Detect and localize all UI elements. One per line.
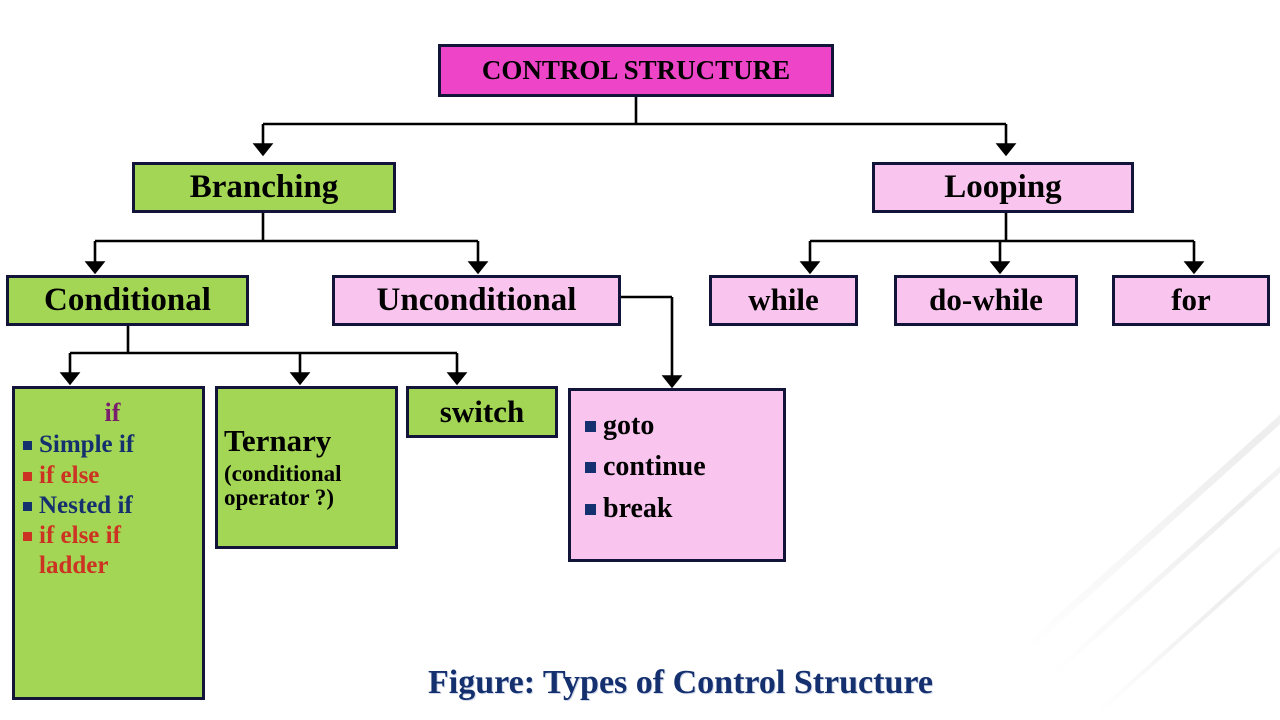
figure-caption: Figure: Types of Control Structure bbox=[428, 664, 933, 701]
square-bullet-icon bbox=[23, 441, 32, 451]
background-streak-1 bbox=[1024, 296, 1280, 651]
square-bullet-icon bbox=[23, 501, 32, 511]
node-conditional[interactable]: Conditional bbox=[6, 275, 249, 326]
node-do-while[interactable]: do-while bbox=[894, 275, 1078, 326]
node-branching[interactable]: Branching bbox=[132, 162, 396, 213]
background-streak-2 bbox=[1052, 390, 1280, 675]
list-item: break bbox=[585, 492, 673, 524]
list-item-label: Nested if bbox=[39, 491, 133, 519]
node-for-label: for bbox=[1171, 282, 1211, 318]
node-switch[interactable]: switch bbox=[406, 386, 558, 438]
list-item: if else bbox=[23, 461, 100, 489]
node-switch-label: switch bbox=[439, 393, 525, 429]
square-bullet-icon bbox=[585, 503, 596, 515]
list-item-label: break bbox=[603, 492, 673, 524]
node-do-while-label: do-while bbox=[929, 282, 1043, 318]
square-bullet-icon bbox=[585, 421, 596, 432]
background-streak-3 bbox=[1097, 510, 1280, 714]
node-if-heading: if bbox=[104, 398, 121, 427]
list-item: goto bbox=[585, 411, 654, 440]
square-bullet-icon bbox=[23, 532, 32, 542]
node-ternary[interactable]: Ternary (conditional operator ?) bbox=[215, 386, 398, 549]
list-item: Nested if bbox=[23, 491, 133, 519]
node-while[interactable]: while bbox=[709, 275, 858, 326]
list-item-label: Simple if bbox=[39, 431, 135, 459]
list-item-label: goto bbox=[603, 410, 655, 441]
node-looping[interactable]: Looping bbox=[872, 162, 1134, 213]
list-item-label: continue bbox=[603, 451, 706, 483]
node-control-structure[interactable]: CONTROL STRUCTURE bbox=[438, 44, 834, 97]
list-item: Simple if bbox=[23, 432, 134, 458]
list-item: if else if bbox=[23, 522, 121, 550]
node-if[interactable]: if Simple if if else Nested if if else i… bbox=[12, 386, 205, 700]
node-unconditional[interactable]: Unconditional bbox=[332, 275, 621, 326]
list-item-label: if else bbox=[39, 461, 100, 489]
node-ternary-subtitle-line1: (conditional bbox=[224, 460, 342, 486]
square-bullet-icon bbox=[585, 462, 596, 474]
node-conditional-label: Conditional bbox=[44, 282, 211, 319]
node-ternary-subtitle-line2: operator ?) bbox=[224, 484, 335, 510]
list-item-continuation: ladder bbox=[23, 552, 109, 580]
node-branching-label: Branching bbox=[189, 169, 339, 206]
node-for[interactable]: for bbox=[1112, 275, 1270, 326]
list-item-label: ladder bbox=[39, 552, 109, 580]
list-item: continue bbox=[585, 451, 706, 483]
node-while-label: while bbox=[748, 282, 819, 318]
list-item-label: if else if bbox=[39, 522, 121, 550]
node-unconditional-label: Unconditional bbox=[376, 282, 577, 319]
square-bullet-icon bbox=[23, 471, 32, 481]
node-ternary-title: Ternary bbox=[224, 423, 332, 459]
node-jump-statements[interactable]: goto continue break bbox=[568, 388, 786, 562]
node-control-structure-label: CONTROL STRUCTURE bbox=[481, 55, 791, 86]
node-looping-label: Looping bbox=[944, 169, 1062, 206]
